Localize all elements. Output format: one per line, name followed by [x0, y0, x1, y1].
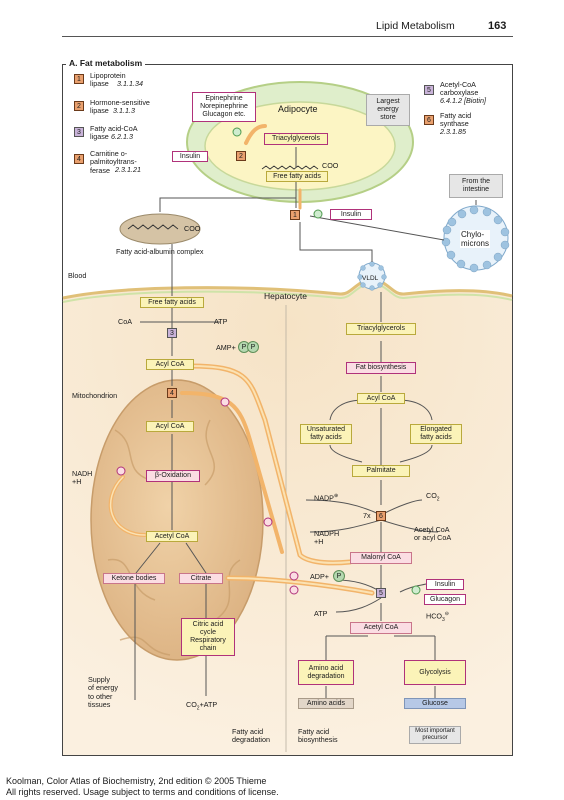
acyl-coa-cytosol: Acyl CoA — [146, 359, 194, 370]
vldl-label: VLDL — [362, 275, 379, 282]
enzyme-5-step: 5 — [376, 588, 386, 598]
most-important-precursor-label: Most important precursor — [409, 726, 461, 744]
seven-x-label: 7x — [363, 511, 371, 520]
legend-ec-number: 2.3.1.85 — [440, 127, 466, 136]
albumin-complex-label: Fatty acid-albumin complex — [116, 247, 204, 256]
citric-acid-cycle-box: Citric acid cycle Respiratory chain — [181, 618, 235, 656]
hormones-box: Epinephrine Norepinephrine Glucagon etc. — [192, 92, 256, 122]
atp-label: ATP — [214, 317, 228, 326]
phosphate-circle: P — [333, 570, 345, 582]
glycolysis-box: Glycolysis — [404, 660, 466, 685]
enzyme-1-step: 1 — [290, 210, 300, 220]
legend-enzyme-name: Fatty acid-CoA ligase — [90, 124, 138, 142]
atp-label-liver: ATP — [314, 609, 328, 618]
co2-atp-text: CO — [186, 700, 197, 709]
adipocyte-label: Adipocyte — [278, 104, 318, 114]
free-fatty-acids-liver: Free fatty acids — [140, 297, 204, 308]
free-fatty-acids-adipocyte: Free fatty acids — [266, 171, 328, 182]
fatty-acid-biosynthesis-label: Fatty acid biosynthesis — [298, 727, 338, 745]
beta-oxidation-box: β-Oxidation — [146, 470, 200, 482]
blood-label: Blood — [68, 271, 87, 280]
legend-ec-number: 3.1.1.3 — [113, 106, 135, 115]
acyl-coa-liver: Acyl CoA — [357, 393, 405, 404]
legend-enzyme-name: Acetyl-CoA carboxylase — [440, 80, 479, 98]
hepatocyte-label: Hepatocyte — [264, 291, 307, 301]
enzyme-badge-1: 1 — [74, 74, 84, 84]
malonyl-coa-box: Malonyl CoA — [350, 552, 412, 564]
nadph-label: NADPH +H — [314, 529, 340, 547]
coo-label-albumin: COO — [184, 224, 201, 233]
enzyme-badge-5: 5 — [424, 85, 434, 95]
enzyme-2-step: 2 — [236, 151, 246, 161]
amp-pp-label: AMP+ — [216, 343, 236, 352]
legend-ec-number: 3.1.1.34 — [117, 79, 143, 88]
from-intestine-label: From the intestine — [449, 174, 503, 198]
nadp-text: NADP — [314, 493, 334, 503]
legend-ec-number: 6.4.1.2 [Biotin] — [440, 96, 486, 105]
coa-label: CoA — [118, 317, 132, 326]
co2-atp-label: CO2+ATP — [186, 700, 218, 712]
enzyme-badge-3: 3 — [74, 127, 84, 137]
legend-enzyme-name: Carnitine o- palmitoyltrans- ferase — [90, 149, 137, 175]
header-rule — [62, 36, 513, 37]
legend-enzyme-name: Lipoprotein lipase — [90, 71, 126, 89]
largest-store-label: Largest energy store — [366, 94, 410, 126]
acetyl-or-acyl-label: Acetyl CoA or acyl CoA — [414, 525, 452, 543]
chapter-title: Lipid Metabolism — [376, 20, 455, 32]
triacylglycerols-adipocyte: Triacylglycerols — [264, 133, 328, 145]
hco3-label: HCO3⊖ — [426, 611, 449, 623]
chylomicrons-label: Chylo- microns — [460, 230, 491, 248]
albumin-complex — [119, 213, 201, 245]
amino-acids-box: Amino acids — [298, 698, 354, 709]
palmitate-box: Palmitate — [352, 465, 410, 477]
co2-atp-tail: +ATP — [199, 700, 218, 709]
hco3-text: HCO — [426, 611, 442, 621]
adp-p-label: ADP+ — [310, 572, 329, 581]
enzyme-badge-6: 6 — [424, 115, 434, 125]
legend-ec-number: 2.3.1.21 — [115, 165, 141, 174]
co2-text: CO — [426, 491, 437, 500]
mitochondrion-label: Mitochondrion — [72, 391, 118, 400]
enzyme-6-step: 6 — [376, 511, 386, 521]
page-number: 163 — [488, 20, 507, 32]
glucose-box: Glucose — [404, 698, 466, 709]
legend-ec-number: 6.2.1.3 — [111, 132, 133, 141]
phosphate-circle: P — [247, 341, 259, 353]
legend-enzyme-name: Fatty acid synthase — [440, 111, 472, 129]
enzyme-badge-4: 4 — [74, 154, 84, 164]
enzyme-3-step: 3 — [167, 328, 177, 338]
insulin-box-lpl: Insulin — [330, 209, 372, 220]
legend-enzyme-name: Hormone-sensitive lipase — [90, 98, 150, 116]
citrate-box: Citrate — [179, 573, 223, 584]
figure-frame — [62, 64, 513, 756]
fat-biosynthesis-box: Fat biosynthesis — [346, 362, 416, 374]
enzyme-4-step: 4 — [167, 388, 177, 398]
acetyl-coa-liver: Acetyl CoA — [350, 622, 412, 634]
ketone-bodies-box: Ketone bodies — [103, 573, 165, 584]
footer-line-1: Koolman, Color Atlas of Biochemistry, 2n… — [6, 776, 267, 786]
unsaturated-fatty-acids-box: Unsaturated fatty acids — [300, 424, 352, 444]
coo-label-adipocyte: COO — [322, 161, 339, 170]
mitochondrion — [90, 379, 264, 661]
insulin-box-adipocyte: Insulin — [172, 151, 208, 162]
enzyme-badge-2: 2 — [74, 101, 84, 111]
section-title: A. Fat metabolism — [66, 58, 146, 68]
nadp-label: NADP⊕ — [314, 493, 339, 503]
co2-label: CO2 — [426, 491, 440, 503]
supply-energy-label: Supply of energy to other tissues — [88, 675, 118, 710]
footer-line-2: All rights reserved. Usage subject to te… — [6, 787, 279, 797]
acyl-coa-mitochondrion: Acyl CoA — [146, 421, 194, 432]
fatty-acid-degradation-label: Fatty acid degradation — [232, 727, 270, 745]
insulin-box-acc: Insulin — [426, 579, 464, 590]
glucagon-box: Glucagon — [424, 594, 466, 605]
acetyl-coa-mitochondrion: Acetyl CoA — [146, 531, 198, 542]
triacylglycerols-liver: Triacylglycerols — [346, 323, 416, 335]
nadh-label: NADH +H — [72, 469, 93, 487]
elongated-fatty-acids-box: Elongated fatty acids — [410, 424, 462, 444]
amino-acid-degradation-box: Amino acid degradation — [298, 660, 354, 685]
